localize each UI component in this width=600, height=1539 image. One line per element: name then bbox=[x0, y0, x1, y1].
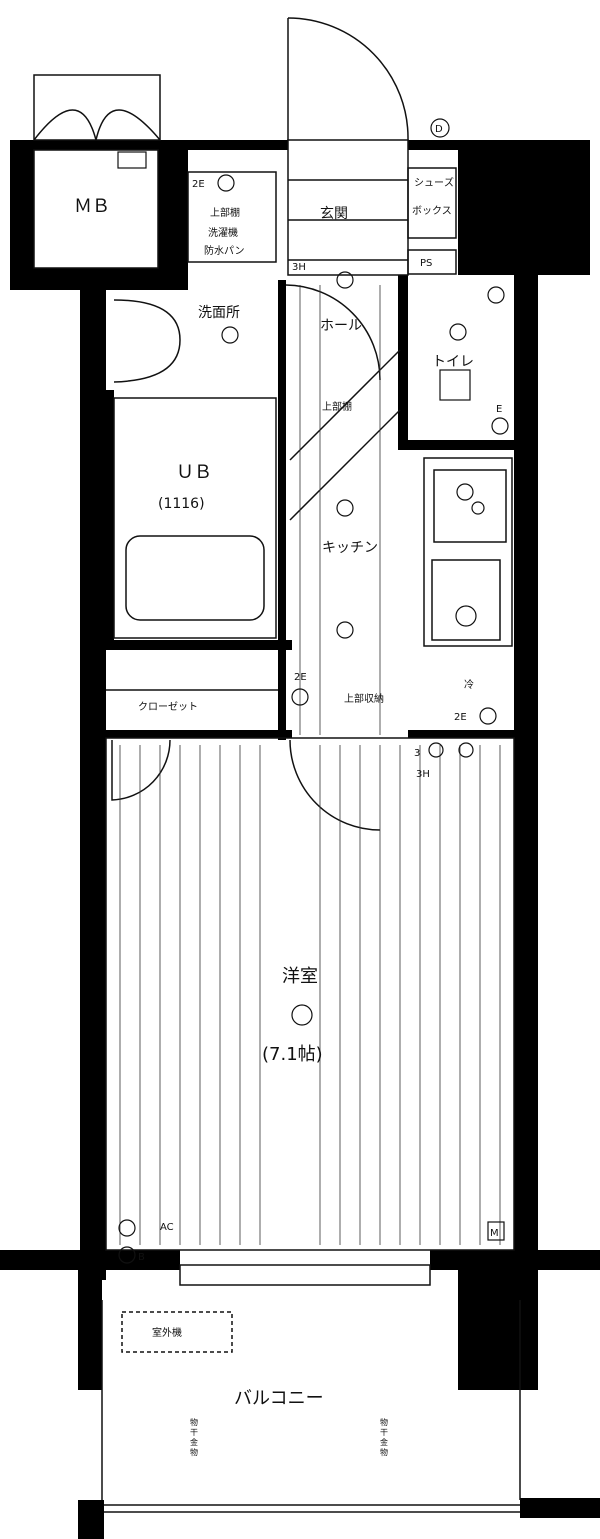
outlet-3h-top: 3H bbox=[292, 262, 306, 273]
room-western-label: 洋室 bbox=[282, 966, 318, 987]
note-dryer-right-2: 干 bbox=[380, 1428, 388, 1437]
room-ub-label: ＵＢ bbox=[176, 462, 212, 483]
outlet-symbols: 2E 3H E 2E 2E 3 3H B M D bbox=[118, 118, 509, 1264]
outlet-3-hall: 3 bbox=[414, 748, 420, 759]
note-dryer-right-3: 金 bbox=[380, 1437, 388, 1447]
room-labels: ＭＢ 玄関 シュー ズ ボックス PS 洗面所 ホール トイレ ＵＢ (1116… bbox=[74, 176, 474, 1409]
note-dryer-right-1: 物 bbox=[380, 1417, 388, 1427]
room-balcony-label: バルコニー bbox=[234, 1388, 324, 1409]
outlet-m: M bbox=[490, 1228, 499, 1239]
outlet-b: B bbox=[138, 1252, 145, 1263]
room-washroom-label: 洗面所 bbox=[198, 305, 240, 321]
plan-notes: 上部棚 洗濯機 防水パン 上部棚 上部収納 冷 AC 物 干 金 物 物 干 金… bbox=[160, 206, 474, 1457]
flooring-stripes bbox=[119, 285, 501, 1245]
structural-walls bbox=[0, 140, 600, 1539]
note-dryer-right-4: 物 bbox=[380, 1447, 388, 1457]
shoe-box-label-1: シュー bbox=[414, 178, 444, 189]
note-dryer-left-4: 物 bbox=[190, 1447, 198, 1457]
room-western-size: (7.1帖) bbox=[262, 1044, 323, 1065]
room-entrance-label: 玄関 bbox=[320, 205, 348, 222]
fixtures bbox=[117, 151, 505, 1026]
ps-label: PS bbox=[420, 258, 432, 269]
note-upper-shelf-hall: 上部棚 bbox=[322, 400, 352, 413]
note-upper-shelf-wash: 上部棚 bbox=[210, 206, 240, 219]
room-hall-label: ホール bbox=[320, 318, 362, 334]
room-ub-size: (1116) bbox=[158, 496, 205, 512]
note-washer-pan-2: 防水パン bbox=[204, 244, 245, 257]
note-dryer-left-1: 物 bbox=[190, 1417, 198, 1427]
outlet-2e-fridge: 2E bbox=[454, 712, 467, 723]
shoe-box-label-3: ボックス bbox=[412, 205, 452, 217]
outlet-d: D bbox=[435, 124, 443, 135]
outlet-3h-hall: 3H bbox=[416, 769, 430, 780]
shoe-box-label-2: ズ bbox=[444, 176, 454, 189]
outlet-e-toilet: E bbox=[496, 404, 502, 415]
thin-lines bbox=[33, 17, 521, 1513]
note-dryer-left-2: 干 bbox=[190, 1428, 198, 1437]
note-ac: AC bbox=[160, 1222, 174, 1233]
room-closet-label: クローゼット bbox=[138, 701, 198, 713]
outlet-2e-kitchen: 2E bbox=[294, 672, 307, 683]
note-dryer-left-3: 金 bbox=[190, 1437, 198, 1447]
room-toilet-label: トイレ bbox=[432, 354, 474, 370]
outlet-2e-top: 2E bbox=[192, 179, 205, 190]
note-cold: 冷 bbox=[464, 678, 474, 691]
ac-outdoor-label: 室外機 bbox=[152, 1326, 182, 1339]
room-kitchen-label: キッチン bbox=[322, 540, 378, 556]
note-washer-pan-1: 洗濯機 bbox=[208, 226, 238, 239]
note-upper-storage: 上部収納 bbox=[344, 692, 384, 705]
room-mb-label: ＭＢ bbox=[74, 196, 110, 217]
